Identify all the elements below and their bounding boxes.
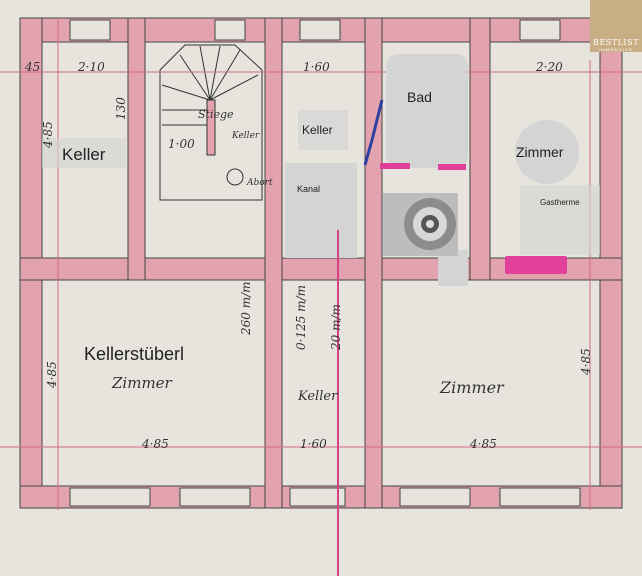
magenta-markers [380, 163, 567, 274]
dim-130: 130 [114, 97, 128, 120]
dim-keller-left: 2·10 [77, 60, 105, 74]
room-label-kellerstueberl: Kellerstüberl [84, 344, 184, 364]
wall-v4 [469, 17, 491, 281]
logo-subtext: IMMOBILIEN [599, 47, 633, 52]
dim-wall: 45 [24, 60, 40, 74]
dim-lower-right: 4·85 [469, 437, 497, 451]
overlays [42, 54, 600, 286]
label-stiege: Stiege [198, 108, 234, 121]
bestlist-logo: BESTLIST IMMOBILIEN [590, 0, 642, 52]
zimmer-overlay [515, 120, 579, 184]
dim-vertical-lower-left: 4·85 [45, 361, 59, 389]
wall-v2 [264, 17, 283, 509]
dim-vertical-lower-right: 4·85 [579, 348, 593, 376]
room-label-gastherme: Gastherme [540, 198, 580, 207]
room-label-bad: Bad [407, 89, 432, 105]
dim-mid-note2: 20 m/m [329, 304, 343, 351]
dimension-lines [0, 20, 642, 510]
kanal-overlay [285, 163, 357, 258]
dim-upper-height: 4·85 [41, 121, 55, 149]
label-zimmer-lower-right: Zimmer [439, 378, 505, 397]
wall-v3 [364, 17, 383, 509]
label-stair-keller: Keller [231, 131, 260, 141]
label-abort: Abort [246, 178, 273, 188]
walls [19, 17, 623, 509]
room-label-keller-mid: Keller [302, 123, 333, 137]
room-label-keller-left: Keller [62, 145, 106, 164]
dim-keller-mid: 1·60 [303, 60, 330, 74]
label-keller-lower: Keller [297, 389, 338, 404]
bad-overlay [386, 54, 468, 168]
dim-lower-mid: 1·60 [300, 437, 327, 451]
dim-zimmer-upper: 2·20 [535, 60, 563, 74]
dim-lower-left: 4·85 [141, 437, 169, 451]
wall-v1 [127, 17, 146, 281]
dim-260: 260 m/m [239, 281, 253, 336]
room-label-kanal: Kanal [297, 184, 320, 194]
logo-text: BESTLIST [593, 38, 639, 47]
dim-mid-note: 0·125 m/m [294, 285, 308, 350]
windows [69, 19, 581, 507]
label-zimmer-lower-left: Zimmer [111, 374, 173, 392]
room-label-zimmer: Zimmer [516, 144, 564, 160]
dim-stair: 1·00 [168, 137, 195, 151]
spiral-stair-image [383, 193, 458, 256]
blue-pipe [363, 99, 384, 166]
staircase [159, 44, 263, 201]
